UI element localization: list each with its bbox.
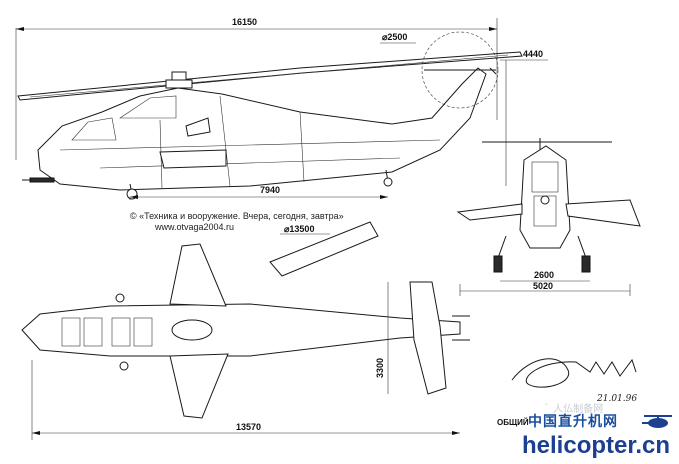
signature-date: 21.01.96 xyxy=(597,394,638,404)
side-view: 16150 xyxy=(15,17,548,200)
dim-wheel-base: 7940 xyxy=(260,185,280,195)
dim-tail-height: 4440 xyxy=(523,49,543,59)
credit-line-1: © «Техника и вооружение. Вчера, сегодня,… xyxy=(130,211,344,221)
watermark-chinese: 中国直升机网 xyxy=(528,414,618,430)
front-view: 2600 5020 xyxy=(456,138,641,296)
sheet-title: ОБЩИЙ xyxy=(497,418,529,427)
dim-main-rotor-diameter: ⌀13500 xyxy=(284,224,314,234)
dim-tail-span: 3300 xyxy=(375,358,385,378)
watermark-english: helicopter.cn xyxy=(522,432,671,459)
credit-line-2: www.otvaga2004.ru xyxy=(154,222,234,232)
helicopter-logo-icon xyxy=(642,415,672,428)
dim-track: 2600 xyxy=(534,270,554,280)
dim-tail-rotor-diameter: ⌀2500 xyxy=(382,32,407,42)
rotor-diameter-callout: ⌀13500 xyxy=(269,221,379,277)
dim-stabilizer-span: 5020 xyxy=(533,281,553,291)
dim-overall-length: 16150 xyxy=(232,17,257,27)
signature xyxy=(511,358,637,388)
top-view: 13570 3300 xyxy=(21,243,470,440)
dim-fuselage-length: 13570 xyxy=(236,422,261,432)
watermark-faint-text: ﾞ 人仏制备网 xyxy=(545,404,604,415)
